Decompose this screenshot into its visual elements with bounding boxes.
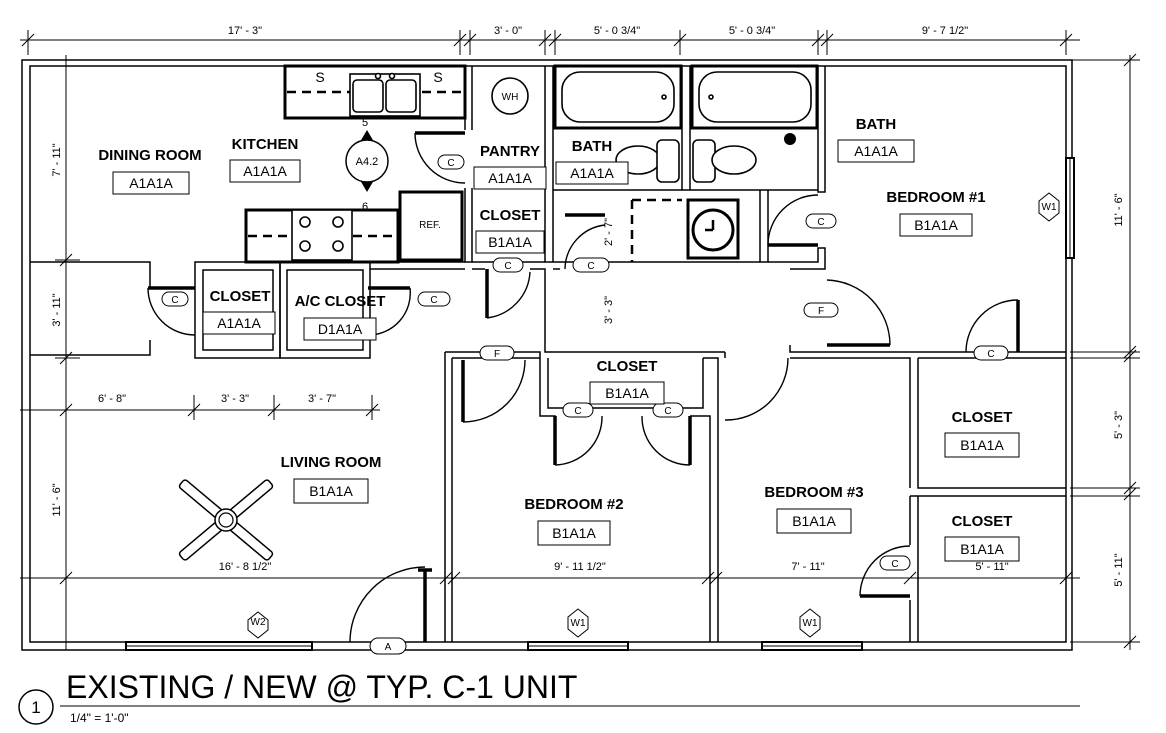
door-tag-ac-closet: C xyxy=(430,295,437,306)
room-closet-right-top-name: CLOSET xyxy=(952,409,1013,426)
dim-bed3-width: 7' - 11" xyxy=(791,561,824,573)
toilet-right xyxy=(692,139,757,183)
room-bedroom2-name: BEDROOM #2 xyxy=(524,496,623,513)
window-tag-w1-bed1: W1 xyxy=(1042,202,1057,213)
room-closet-center-name: CLOSET xyxy=(597,358,658,375)
room-pantry-name: PANTRY xyxy=(480,143,540,160)
dim-hall-b: 3' - 3" xyxy=(603,296,615,324)
dim-top-5: 9' - 7 1/2" xyxy=(922,25,968,37)
dimension-labels: 17' - 3" 3' - 0" 5' - 0 3/4" 5' - 0 3/4"… xyxy=(51,25,1125,587)
dim-top-3: 5' - 0 3/4" xyxy=(594,25,640,37)
detail-marker-bottom: 6 xyxy=(362,201,368,213)
dim-closet-row-1: 6' - 8" xyxy=(98,393,126,405)
room-closet-hall-name: CLOSET xyxy=(480,207,541,224)
room-pantry-tag: A1A1A xyxy=(488,170,532,186)
dim-hall-a: 2' - 7" xyxy=(603,218,615,246)
room-labels: DINING ROOM A1A1A KITCHEN A1A1A PANTRY A… xyxy=(98,116,1020,562)
dim-left-3: 11' - 6" xyxy=(51,483,63,516)
dim-left-1: 7' - 11" xyxy=(51,143,63,176)
dim-closet-width: 5' - 11" xyxy=(975,561,1008,573)
room-closet-kitchen-name: CLOSET xyxy=(210,288,271,305)
door-tags: C C C C C C F C F C C C A xyxy=(161,154,1009,655)
detail-marker: A4.2 5 6 xyxy=(345,117,389,213)
dimension-lines xyxy=(20,30,1140,650)
fridge-label: REF. xyxy=(419,220,441,231)
detail-marker-label: A4.2 xyxy=(356,156,379,168)
door-tag-center-closet-left: C xyxy=(574,406,581,417)
door-tag-center-closet-right: C xyxy=(664,406,671,417)
room-bath1-tag: A1A1A xyxy=(570,165,614,181)
room-bedroom1-tag: B1A1A xyxy=(914,217,958,233)
drawing-number: 1 xyxy=(31,698,40,717)
door-tag-entry: A xyxy=(385,642,392,653)
room-dining-tag: A1A1A xyxy=(129,175,173,191)
door-tag-kitchen-closet: C xyxy=(447,158,454,169)
room-living-tag: B1A1A xyxy=(309,483,353,499)
room-ac-closet-name: A/C CLOSET xyxy=(295,293,386,310)
room-closet-center-tag: B1A1A xyxy=(605,385,649,401)
room-living-name: LIVING ROOM xyxy=(281,454,382,471)
room-kitchen-name: KITCHEN xyxy=(232,136,299,153)
door-tag-closet-right-top: C xyxy=(987,349,994,360)
dim-top-4: 5' - 0 3/4" xyxy=(729,25,775,37)
dim-bed2-width: 9' - 11 1/2" xyxy=(554,561,606,573)
floor-drain-icon xyxy=(784,133,796,145)
room-bath1-name: BATH xyxy=(572,138,613,155)
dim-left-2: 3' - 11" xyxy=(51,293,63,326)
dim-living-width: 16' - 8 1/2" xyxy=(219,561,272,573)
dim-closet-row-2: 3' - 3" xyxy=(221,393,249,405)
room-closet-right-bottom-name: CLOSET xyxy=(952,513,1013,530)
room-closet-right-top-tag: B1A1A xyxy=(960,437,1004,453)
door-tag-pantry-closet: C xyxy=(504,261,511,272)
room-closet-right-bottom-tag: B1A1A xyxy=(960,541,1004,557)
room-closet-hall-tag: B1A1A xyxy=(488,234,532,250)
kitchen-counter-top: S S xyxy=(283,64,467,120)
door-tag-closet-right-bottom: C xyxy=(891,559,898,570)
laundry-closet xyxy=(630,198,740,262)
door-tag-bath: C xyxy=(817,217,824,228)
detail-marker-top: 5 xyxy=(362,117,368,129)
ceiling-fan-icon xyxy=(178,479,274,561)
dim-top-1: 17' - 3" xyxy=(228,25,262,37)
room-ac-closet-tag: D1A1A xyxy=(318,321,363,337)
room-dining-name: DINING ROOM xyxy=(98,147,201,164)
door-tag-bedroom1: F xyxy=(818,306,824,317)
window-tag-w2: W2 xyxy=(251,617,266,628)
window-tags: W2 W1 W1 W1 xyxy=(247,192,1060,639)
kitchen-counter-bottom: REF. xyxy=(244,190,464,264)
room-bath2-name: BATH xyxy=(856,116,897,133)
dim-right-2: 5' - 3" xyxy=(1113,411,1125,439)
doors xyxy=(147,131,1020,643)
dim-right-3: 5' - 11" xyxy=(1113,553,1125,586)
door-tag-bedroom2: F xyxy=(494,349,500,360)
room-bedroom2-tag: B1A1A xyxy=(552,525,596,541)
window-tag-w1-bed2: W1 xyxy=(571,618,586,629)
bathtub-left xyxy=(553,64,683,130)
dim-right-1: 11' - 6" xyxy=(1113,193,1125,226)
drawing-scale: 1/4" = 1'-0" xyxy=(70,711,129,725)
dim-closet-row-3: 3' - 7" xyxy=(308,393,336,405)
sink-label-left: S xyxy=(315,69,324,85)
door-tag-hall: C xyxy=(587,261,594,272)
water-heater: WH xyxy=(491,77,529,115)
room-bedroom3-tag: B1A1A xyxy=(792,513,836,529)
title-block: 1 EXISTING / NEW @ TYP. C-1 UNIT 1/4" = … xyxy=(18,669,1080,725)
room-kitchen-tag: A1A1A xyxy=(243,163,287,179)
room-bath2-tag: A1A1A xyxy=(854,143,898,159)
room-closet-kitchen-tag: A1A1A xyxy=(217,315,261,331)
sink-label-right: S xyxy=(433,69,442,85)
room-bedroom3-name: BEDROOM #3 xyxy=(764,484,863,501)
bathtub-right xyxy=(690,64,819,130)
water-heater-label: WH xyxy=(502,92,519,103)
windows xyxy=(125,157,1075,651)
dim-top-2: 3' - 0" xyxy=(494,25,522,37)
door-tag-closet: C xyxy=(171,295,178,306)
window-tag-w1-bed3: W1 xyxy=(803,618,818,629)
drawing-title: EXISTING / NEW @ TYP. C-1 UNIT xyxy=(66,669,577,705)
room-bedroom1-name: BEDROOM #1 xyxy=(886,189,985,206)
